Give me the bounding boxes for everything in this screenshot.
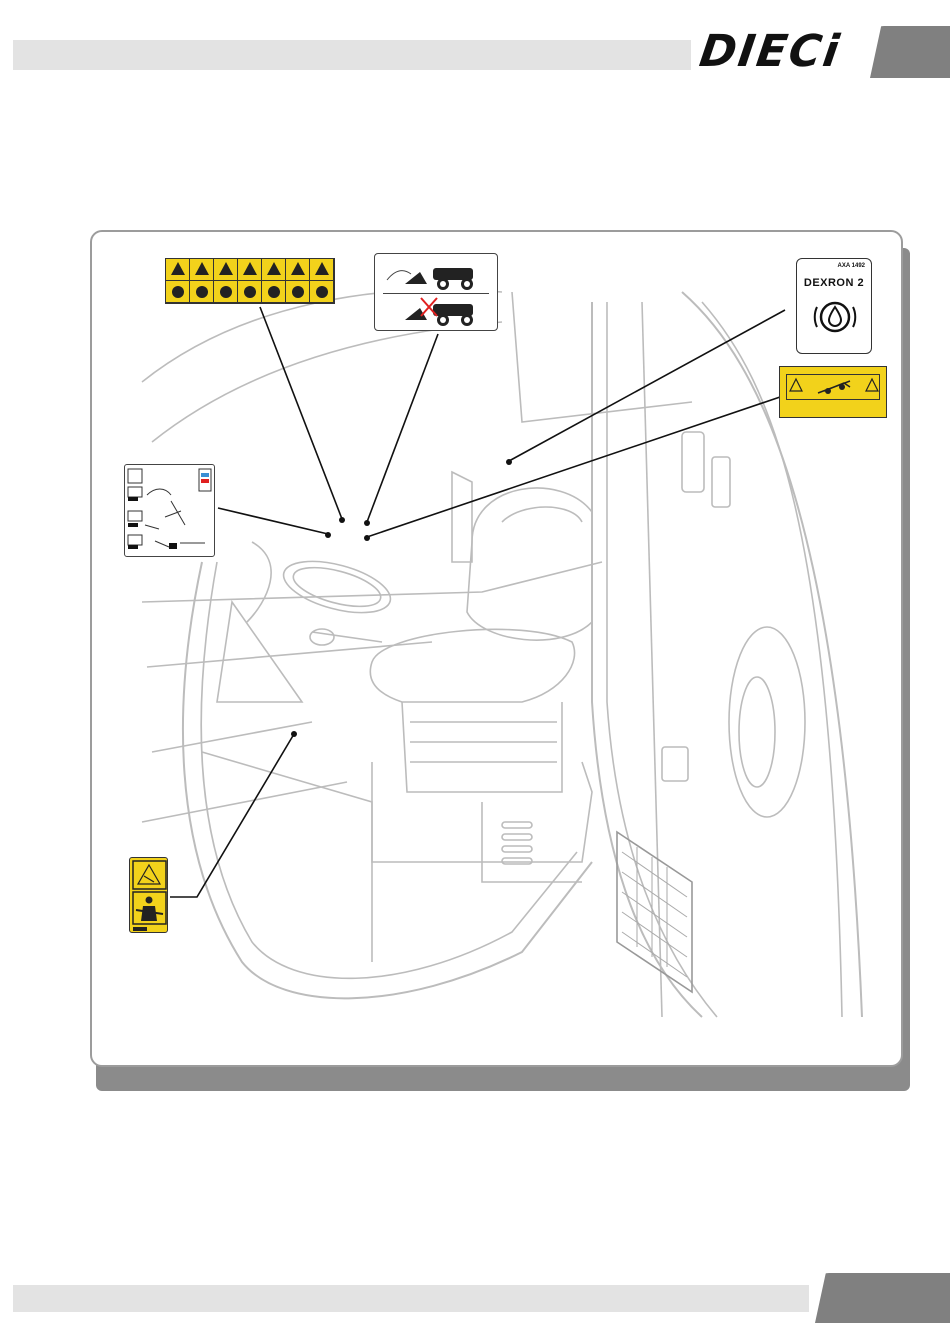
leader-line-controls — [218, 508, 328, 534]
tip-over-warning-decal — [779, 366, 887, 418]
pictogram-icon — [166, 281, 190, 303]
warning-triangle-icon — [214, 259, 238, 281]
cab-interior-illustration — [92, 232, 903, 1067]
control-lever-decal — [124, 464, 215, 557]
pictogram-icon — [286, 281, 310, 303]
leader-line-bucket — [367, 334, 438, 522]
decal-title: DEXRON 2 — [797, 277, 871, 289]
oil-drop-icon — [813, 295, 857, 339]
warning-triangle-icon — [310, 259, 334, 281]
seatbelt-icon — [130, 858, 169, 934]
tip-over-warning-icon — [788, 375, 880, 397]
warning-triangle-icon — [190, 259, 214, 281]
cross-icon — [419, 296, 439, 318]
leader-line-tilt — [367, 396, 783, 537]
leader-line-dexron — [509, 310, 785, 461]
warning-triangle-icon — [262, 259, 286, 281]
warning-triangle-icon — [238, 259, 262, 281]
control-lever-diagram-icon — [125, 465, 216, 558]
decal-code: AXA 1492 — [838, 263, 865, 269]
cab-illustration-frame — [90, 230, 903, 1067]
pictogram-icon — [238, 281, 262, 303]
seatbelt-decal — [129, 857, 168, 933]
pictogram-icon — [214, 281, 238, 303]
warning-triangle-icon — [286, 259, 310, 281]
footer-page-tab — [815, 1273, 950, 1323]
pictogram-icon — [310, 281, 334, 303]
dieci-logo: DIECi — [697, 28, 864, 76]
warning-pictograms-icon — [166, 259, 190, 281]
leader-line-warning-strip — [260, 307, 342, 519]
header-bar — [13, 40, 691, 70]
dexron-oil-decal: AXA 1492 DEXRON 2 — [796, 258, 872, 354]
warning-pictograms-decal — [165, 258, 335, 304]
decal-divider — [383, 293, 489, 294]
header-page-tab — [870, 26, 950, 78]
pictogram-icon — [262, 281, 286, 303]
footer-bar — [13, 1285, 809, 1312]
no-loader-travel-decal — [374, 253, 498, 331]
pictogram-icon — [190, 281, 214, 303]
